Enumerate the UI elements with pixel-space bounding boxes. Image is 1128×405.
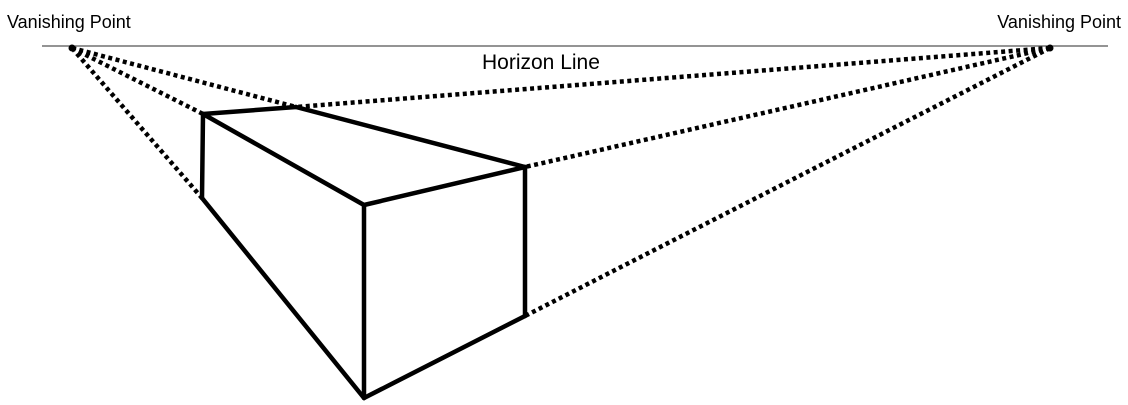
guide-left-top-back: [70, 45, 205, 117]
guide-right-top-back: [295, 45, 1051, 110]
right-vanishing-point-label: Vanishing Point: [997, 12, 1121, 32]
right-vanishing-point-dot: [1046, 44, 1054, 52]
box-edge-top-back: [293, 104, 528, 170]
left-vanishing-point-dot: [68, 44, 76, 52]
guide-right-bottom-right: [523, 45, 1052, 319]
box-edge-left-vertical: [199, 111, 206, 201]
perspective-box: [199, 104, 528, 401]
box-edge-bottom-right: [361, 313, 528, 401]
guide-left-top-right: [71, 45, 297, 110]
right-vanishing-guides: [295, 45, 1052, 319]
horizon-line-label: Horizon Line: [482, 51, 600, 74]
guide-right-top-right: [524, 45, 1051, 170]
box-edge-top-left: [200, 104, 299, 117]
guide-left-bottom-back: [70, 46, 204, 200]
box-edge-top-front: [200, 111, 367, 208]
left-vanishing-point-label: Vanishing Point: [7, 12, 131, 32]
left-vanishing-guides: [70, 45, 297, 200]
box-edge-bottom-left: [199, 195, 367, 401]
box-edge-top-right: [361, 164, 528, 208]
